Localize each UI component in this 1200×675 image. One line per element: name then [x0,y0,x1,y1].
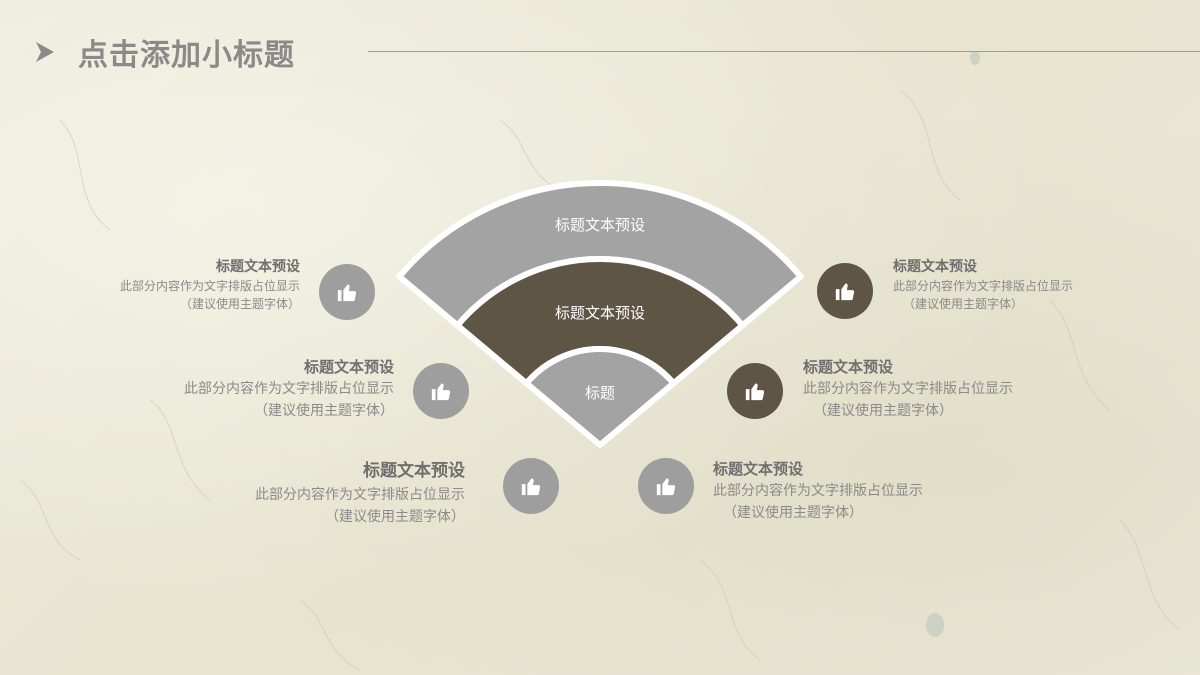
thumbs-up-badge-left-1 [319,264,375,320]
fan-middle-label: 标题文本预设 [555,304,645,322]
thumbs-up-badge-right-1 [817,263,873,319]
thumbs-up-badge-left-2 [413,363,469,419]
info-item-title: 标题文本预设 [303,358,394,376]
info-item-right-3: 标题文本预设 此部分内容作为文字排版占位显示 （建议使用主题字体） [713,458,923,524]
info-item-right-1: 标题文本预设 此部分内容作为文字排版占位显示 （建议使用主题字体） [893,257,1073,313]
info-item-desc-line2: （建议使用主题字体） [903,297,1024,311]
info-item-left-2: 标题文本预设 此部分内容作为文字排版占位显示 （建议使用主题字体） [184,356,394,422]
info-item-title: 标题文本预设 [216,259,300,275]
info-item-title: 标题文本预设 [893,259,977,275]
thumbs-up-badge-left-3 [503,458,559,514]
thumbs-up-icon [521,478,541,496]
info-item-desc-line1: 此部分内容作为文字排版占位显示 [893,279,1074,293]
thumbs-up-badge-right-2 [727,363,783,419]
info-item-desc-line2: （建议使用主题字体） [254,403,394,419]
info-item-desc-line1: 此部分内容作为文字排版占位显示 [803,381,1013,397]
info-item-desc-line1: 此部分内容作为文字排版占位显示 [184,381,394,397]
slide-header: 点击添加小标题 [0,0,1200,100]
info-item-desc-line2: （建议使用主题字体） [723,505,863,521]
info-item-title: 标题文本预设 [713,460,804,478]
header-divider [368,51,1200,52]
info-item-desc-line1: 此部分内容作为文字排版占位显示 [119,279,300,293]
thumbs-up-icon [745,383,765,401]
arrow-right-icon [36,42,54,62]
fan-inner-band [523,346,677,448]
info-item-right-2: 标题文本预设 此部分内容作为文字排版占位显示 （建议使用主题字体） [803,356,1013,422]
thumbs-up-badge-right-3 [638,458,694,514]
info-item-desc-line1: 此部分内容作为文字排版占位显示 [255,487,465,503]
thumbs-up-icon [835,283,855,301]
thumbs-up-icon [656,478,676,496]
page-title: 点击添加小标题 [78,38,295,73]
info-item-desc-line2: （建议使用主题字体） [179,297,300,311]
fan-outer-label: 标题文本预设 [555,216,645,234]
info-item-desc-line2: （建议使用主题字体） [813,403,953,419]
info-item-left-3: 标题文本预设 此部分内容作为文字排版占位显示 （建议使用主题字体） [255,458,465,528]
thumbs-up-icon [337,284,357,302]
info-item-title: 标题文本预设 [363,461,465,481]
info-item-left-1: 标题文本预设 此部分内容作为文字排版占位显示 （建议使用主题字体） [120,257,300,313]
info-item-title: 标题文本预设 [803,358,894,376]
info-item-desc-line2: （建议使用主题字体） [325,509,465,525]
fan-inner-label: 标题 [585,384,615,402]
info-item-desc-line1: 此部分内容作为文字排版占位显示 [713,483,923,499]
thumbs-up-icon [431,383,451,401]
